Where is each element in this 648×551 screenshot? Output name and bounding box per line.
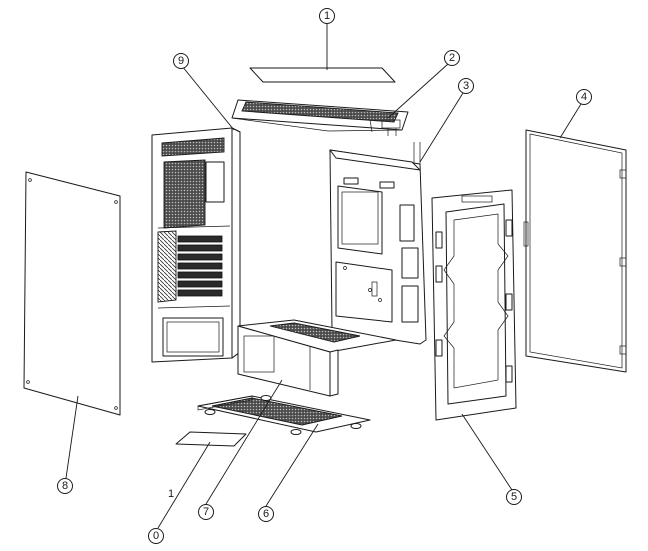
part-right-side-panel <box>523 129 627 373</box>
part-bottom-dust-filter <box>175 431 247 447</box>
svg-text:4: 4 <box>581 91 587 103</box>
callout-3: 3 <box>458 78 474 94</box>
callout-6: 6 <box>258 506 274 522</box>
callout-2: 2 <box>444 50 460 66</box>
callout-9: 9 <box>173 53 189 69</box>
part-front-frame <box>431 189 517 421</box>
free-label-1: 1 <box>168 488 174 500</box>
part-psu-shroud <box>237 319 397 397</box>
callout-0: 0 <box>148 528 164 544</box>
callout-4: 4 <box>576 89 592 105</box>
part-motherboard-tray <box>329 142 427 345</box>
part-bottom-plate <box>197 395 371 435</box>
part-left-side-panel <box>23 171 121 416</box>
part-top-cover <box>231 99 409 136</box>
svg-text:9: 9 <box>178 55 184 67</box>
callout-leaders <box>65 24 582 529</box>
expansion-slot-covers <box>177 235 223 297</box>
callout-1: 1 <box>319 8 335 24</box>
svg-text:8: 8 <box>62 480 68 492</box>
svg-text:0: 0 <box>153 530 159 542</box>
svg-text:7: 7 <box>203 506 209 518</box>
svg-text:1: 1 <box>324 10 330 22</box>
callout-8: 8 <box>57 478 73 494</box>
part-rear-chassis-panel <box>151 127 241 363</box>
svg-text:5: 5 <box>511 491 517 503</box>
svg-text:2: 2 <box>449 52 455 64</box>
svg-text:3: 3 <box>463 80 469 92</box>
callout-7: 7 <box>198 504 214 520</box>
part-top-dust-filter <box>249 67 396 83</box>
callout-5: 5 <box>506 489 522 505</box>
svg-text:6: 6 <box>263 508 269 520</box>
